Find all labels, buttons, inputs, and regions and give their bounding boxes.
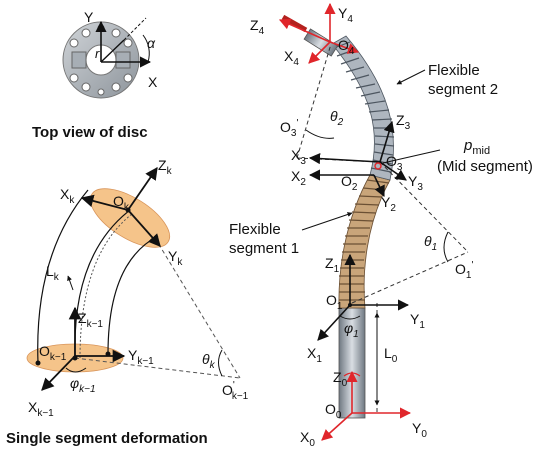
disc-angle-label: α	[147, 35, 156, 51]
o1-point	[348, 303, 352, 307]
flexible-segment-2-body	[331, 35, 394, 181]
x1-axis	[317, 304, 351, 341]
z3-label: Z3	[396, 112, 411, 132]
x2-label: X2	[291, 168, 306, 188]
ok1-right-dot	[105, 351, 111, 357]
x4-axis	[308, 41, 331, 64]
y3-axis	[379, 161, 407, 181]
o1-prime-label: O1'	[455, 260, 473, 281]
o0-label: O0	[325, 401, 342, 421]
ok1-left-dot	[35, 360, 41, 366]
ok-point	[125, 207, 131, 213]
ok1-label: Ok−1	[39, 343, 67, 363]
frame-4	[278, 2, 360, 64]
yk1-label: Yk−1	[128, 347, 154, 367]
segment-center-dotted	[79, 213, 133, 359]
disc-angle-arc	[142, 34, 150, 63]
y2-axis	[373, 174, 385, 198]
theta2-arc	[305, 129, 335, 139]
theta-k-arc	[218, 349, 223, 377]
ok1-point	[72, 355, 78, 361]
yk-label: Yk	[168, 248, 183, 268]
l0-label: L0	[384, 345, 398, 365]
o3-label: O3	[386, 153, 403, 173]
disc-slot-right	[115, 51, 131, 69]
x3-label: X3	[291, 147, 306, 167]
flex1-pointer	[301, 212, 353, 231]
phi1-label: φ1	[344, 320, 359, 340]
disc-angle-dashed	[123, 17, 147, 41]
o1-label: O1	[326, 292, 343, 312]
zk1-label: Zk−1	[78, 310, 103, 330]
pmid-note: (Mid segment)	[437, 158, 533, 175]
xk1-axis	[41, 355, 76, 391]
flex2-label-line1: Flexible	[428, 62, 480, 79]
phi1-arc	[339, 315, 361, 320]
y4-label: Y4	[338, 5, 353, 25]
ok-label: Ok	[113, 193, 130, 213]
flex2-pointer	[396, 69, 426, 85]
phik1-label: φk−1	[70, 375, 96, 395]
y0-label: Y0	[412, 420, 427, 440]
phi-k1-arc	[65, 367, 87, 373]
top-view-panel: Y X r α Top view of disc	[32, 9, 158, 141]
disc-x-label: X	[148, 74, 158, 90]
z3-axis	[379, 120, 395, 163]
xk1-label: Xk−1	[28, 399, 54, 419]
pmid-label: pmid	[463, 137, 490, 157]
upper-disc-ellipse	[89, 188, 171, 248]
robot-panel: Z4 Y4 X4 O4 Flexible segment 2 O3' θ2 Z3…	[229, 2, 533, 449]
theta1-label: θ1	[424, 233, 437, 253]
z4-axis	[278, 18, 331, 43]
flex1-label-line2: segment 1	[229, 240, 299, 257]
x4-label: X4	[284, 48, 299, 68]
segment-1-rings	[339, 179, 390, 301]
y2-label: Y2	[381, 194, 396, 214]
y3-label: Y3	[408, 173, 423, 193]
yk-axis	[127, 209, 161, 247]
x0-label: X0	[300, 429, 315, 449]
o4-label: O4	[338, 37, 355, 57]
thetak-label: θk	[202, 351, 216, 371]
zk-axis	[127, 166, 158, 211]
z1-label: Z1	[325, 255, 340, 275]
lk-arrow	[67, 275, 74, 291]
zk-label: Zk	[158, 157, 173, 177]
disc-y-label: Y	[84, 9, 94, 25]
xk-axis	[80, 194, 129, 211]
ok1-prime-label: O'k−1	[222, 380, 249, 402]
flex1-label-line1: Flexible	[229, 221, 281, 238]
dashed-radius-top	[154, 237, 241, 379]
x4-extra	[329, 41, 360, 54]
lk-label: Lk	[46, 263, 60, 283]
o3-point	[374, 162, 382, 170]
theta2-label: θ2	[330, 108, 344, 128]
pmid-pointer	[382, 149, 441, 164]
disc-slot-left	[71, 51, 87, 69]
theta1-arc	[443, 231, 449, 263]
disc-radius-line	[100, 39, 125, 63]
xk-label: Xk	[60, 186, 75, 206]
z0-label: Z0	[333, 369, 348, 389]
single-segment-panel: Zk Xk Ok Yk Lk Zk−1 Ok−1 Yk−1 φk−1 Xk−1 …	[6, 157, 249, 447]
single-segment-caption: Single segment deformation	[6, 430, 208, 447]
top-view-caption: Top view of disc	[32, 124, 148, 141]
o3-prime-label: O3'	[280, 118, 298, 139]
x1-label: X1	[307, 345, 322, 365]
x3-axis	[308, 152, 381, 165]
disc-holes	[69, 24, 133, 96]
y1-label: Y1	[410, 311, 425, 331]
o2-label: O2	[341, 173, 358, 193]
flex2-label-line2: segment 2	[428, 81, 498, 98]
disc-radius-label: r	[95, 46, 100, 61]
z4-label: Z4	[250, 17, 265, 37]
x0-axis	[321, 412, 353, 441]
